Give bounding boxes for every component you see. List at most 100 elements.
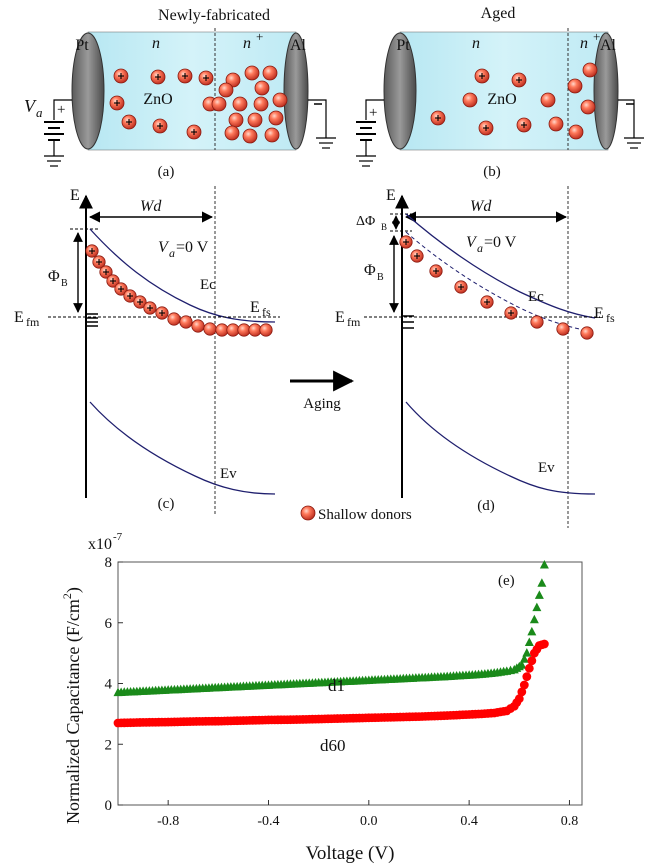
va-label: V bbox=[158, 239, 170, 256]
va-value: =0 V bbox=[484, 234, 517, 251]
legend-label: Shallow donors bbox=[318, 507, 412, 523]
data-point-d1 bbox=[519, 654, 529, 663]
efs-label: E bbox=[594, 305, 604, 322]
caption-a: (a) bbox=[158, 164, 175, 180]
efs-label: E bbox=[250, 299, 260, 316]
data-point-d60 bbox=[517, 687, 527, 697]
y-tick-label: 6 bbox=[105, 616, 113, 632]
conduction-band-curve bbox=[89, 228, 276, 323]
caption-b: (b) bbox=[483, 164, 501, 180]
data-point-d1 bbox=[527, 626, 537, 636]
shallow-donor bbox=[244, 65, 260, 81]
wire-left bbox=[53, 99, 72, 120]
donors-b bbox=[430, 62, 598, 140]
data-point-d60 bbox=[527, 656, 537, 666]
va-label: V bbox=[466, 234, 478, 251]
scale-exp: -7 bbox=[113, 531, 123, 543]
phi-b-sub: B bbox=[377, 272, 384, 283]
nplus-region-label: n bbox=[580, 35, 588, 52]
ev-label: Ev bbox=[538, 460, 555, 476]
donors-a bbox=[109, 65, 288, 144]
caption-d: (d) bbox=[477, 498, 495, 514]
shallow-donor bbox=[237, 323, 251, 337]
shallow-donor bbox=[556, 322, 570, 336]
interface-states bbox=[402, 315, 414, 329]
shallow-donor bbox=[179, 315, 193, 329]
metal-pt-label: Pt bbox=[396, 37, 410, 54]
data-point-d1 bbox=[522, 648, 532, 657]
efs-sub: fs bbox=[262, 305, 271, 319]
al-electrode bbox=[283, 32, 309, 150]
zno-label: ZnO bbox=[143, 91, 172, 108]
wire-left bbox=[365, 99, 384, 120]
ev-label: Ev bbox=[220, 466, 237, 482]
scale-label: x10 bbox=[88, 536, 112, 553]
data-point-d60 bbox=[524, 663, 534, 673]
device-b-title: Aged bbox=[481, 5, 516, 22]
x-tick-label: 0.8 bbox=[561, 814, 579, 829]
plus-sign: + bbox=[369, 105, 377, 121]
aging-label: Aging bbox=[303, 396, 341, 412]
data-point-d1 bbox=[534, 590, 544, 599]
shallow-donor bbox=[228, 112, 244, 128]
shallow-donor bbox=[253, 96, 269, 112]
phi-b-label: Φ bbox=[364, 262, 376, 279]
efm-sub: fm bbox=[26, 315, 40, 329]
y-axis-label-sup: 2 bbox=[60, 593, 74, 599]
shallow-donor bbox=[548, 116, 564, 132]
series-label-d60: d60 bbox=[320, 736, 346, 755]
va-sub: a bbox=[169, 246, 175, 260]
data-point-d1 bbox=[529, 614, 539, 624]
shallow-donor bbox=[224, 125, 240, 141]
valence-band-curve bbox=[89, 401, 276, 495]
band-diagram-c: E Wd Φ B E fm E fs V a =0 V Ec Ev (c) bbox=[14, 186, 280, 515]
efs-sub: fs bbox=[606, 311, 615, 325]
energy-label: E bbox=[70, 187, 80, 204]
shallow-donor bbox=[226, 323, 240, 337]
metal-pt-label: Pt bbox=[75, 37, 89, 54]
efm-label: E bbox=[14, 309, 24, 326]
donors-c bbox=[85, 244, 273, 337]
shallow-donor bbox=[232, 96, 248, 112]
al-electrode bbox=[593, 32, 619, 150]
delta-phi-sub: B bbox=[381, 222, 387, 232]
shallow-donor bbox=[264, 127, 280, 143]
phi-b-sub: B bbox=[61, 278, 68, 289]
va-value: =0 V bbox=[176, 239, 209, 256]
shallow-donor bbox=[247, 112, 263, 128]
shallow-donor bbox=[211, 96, 227, 112]
shallow-donor bbox=[582, 62, 598, 78]
shallow-donor bbox=[215, 323, 229, 337]
shallow-donor bbox=[254, 80, 270, 96]
shallow-donor bbox=[203, 322, 217, 336]
va-sub: a bbox=[477, 241, 483, 255]
valence-band-curve bbox=[405, 401, 596, 495]
device-b: Aged Pt n n + Al ZnO + (b) bbox=[356, 5, 644, 180]
shallow-donor bbox=[167, 312, 181, 326]
legend-donor-marker bbox=[300, 505, 316, 521]
metal-al-label: Al bbox=[290, 37, 307, 54]
phi-b-label: Φ bbox=[48, 268, 60, 285]
pt-electrode bbox=[383, 32, 417, 150]
y-tick-label: 8 bbox=[105, 555, 113, 571]
shallow-donor bbox=[540, 92, 556, 108]
plus-sign: + bbox=[57, 102, 65, 118]
data-point-d60 bbox=[539, 639, 549, 649]
shallow-donor bbox=[242, 128, 258, 144]
data-point-d1 bbox=[537, 578, 547, 587]
caption-c: (c) bbox=[158, 496, 175, 512]
legend-shallow-donors: Shallow donors bbox=[300, 505, 412, 523]
efm-label: E bbox=[335, 309, 345, 326]
pt-electrode bbox=[71, 32, 105, 150]
data-point-d60 bbox=[514, 694, 524, 704]
wd-label: Wd bbox=[470, 198, 492, 215]
chart-series bbox=[113, 560, 549, 728]
y-axis-label: Normalized Capacitance (F/cm2) bbox=[60, 587, 84, 824]
va-label: V bbox=[24, 96, 37, 116]
device-a-title: Newly-fabricated bbox=[158, 7, 270, 24]
shallow-donor bbox=[580, 326, 594, 340]
efm-sub: fm bbox=[347, 315, 361, 329]
device-a: Newly-fabricated Pt n n + Al ZnO V a + (… bbox=[24, 7, 336, 180]
